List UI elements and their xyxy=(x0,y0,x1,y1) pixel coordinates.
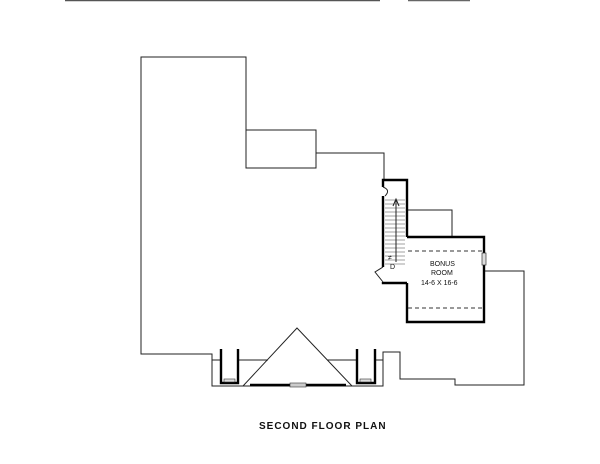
house-outline xyxy=(140,56,525,387)
left-dormer xyxy=(212,349,268,385)
stair: ≠ D xyxy=(374,178,409,285)
window xyxy=(481,252,487,266)
room-name-line1: BONUS xyxy=(430,261,455,268)
attic-box xyxy=(407,209,453,237)
room-dimensions: 14-6 X 16-6 xyxy=(421,280,458,287)
stair-marker: ≠ xyxy=(388,255,392,262)
roof-box xyxy=(246,129,317,153)
bonus-room: BONUS ROOM 14-6 X 16-6 xyxy=(405,235,487,324)
stair-up-label: D xyxy=(390,264,395,271)
plan-caption: SECOND FLOOR PLAN xyxy=(259,421,387,432)
room-name-line2: ROOM xyxy=(431,270,453,277)
center-gable xyxy=(242,327,353,388)
right-dormer xyxy=(327,349,383,385)
